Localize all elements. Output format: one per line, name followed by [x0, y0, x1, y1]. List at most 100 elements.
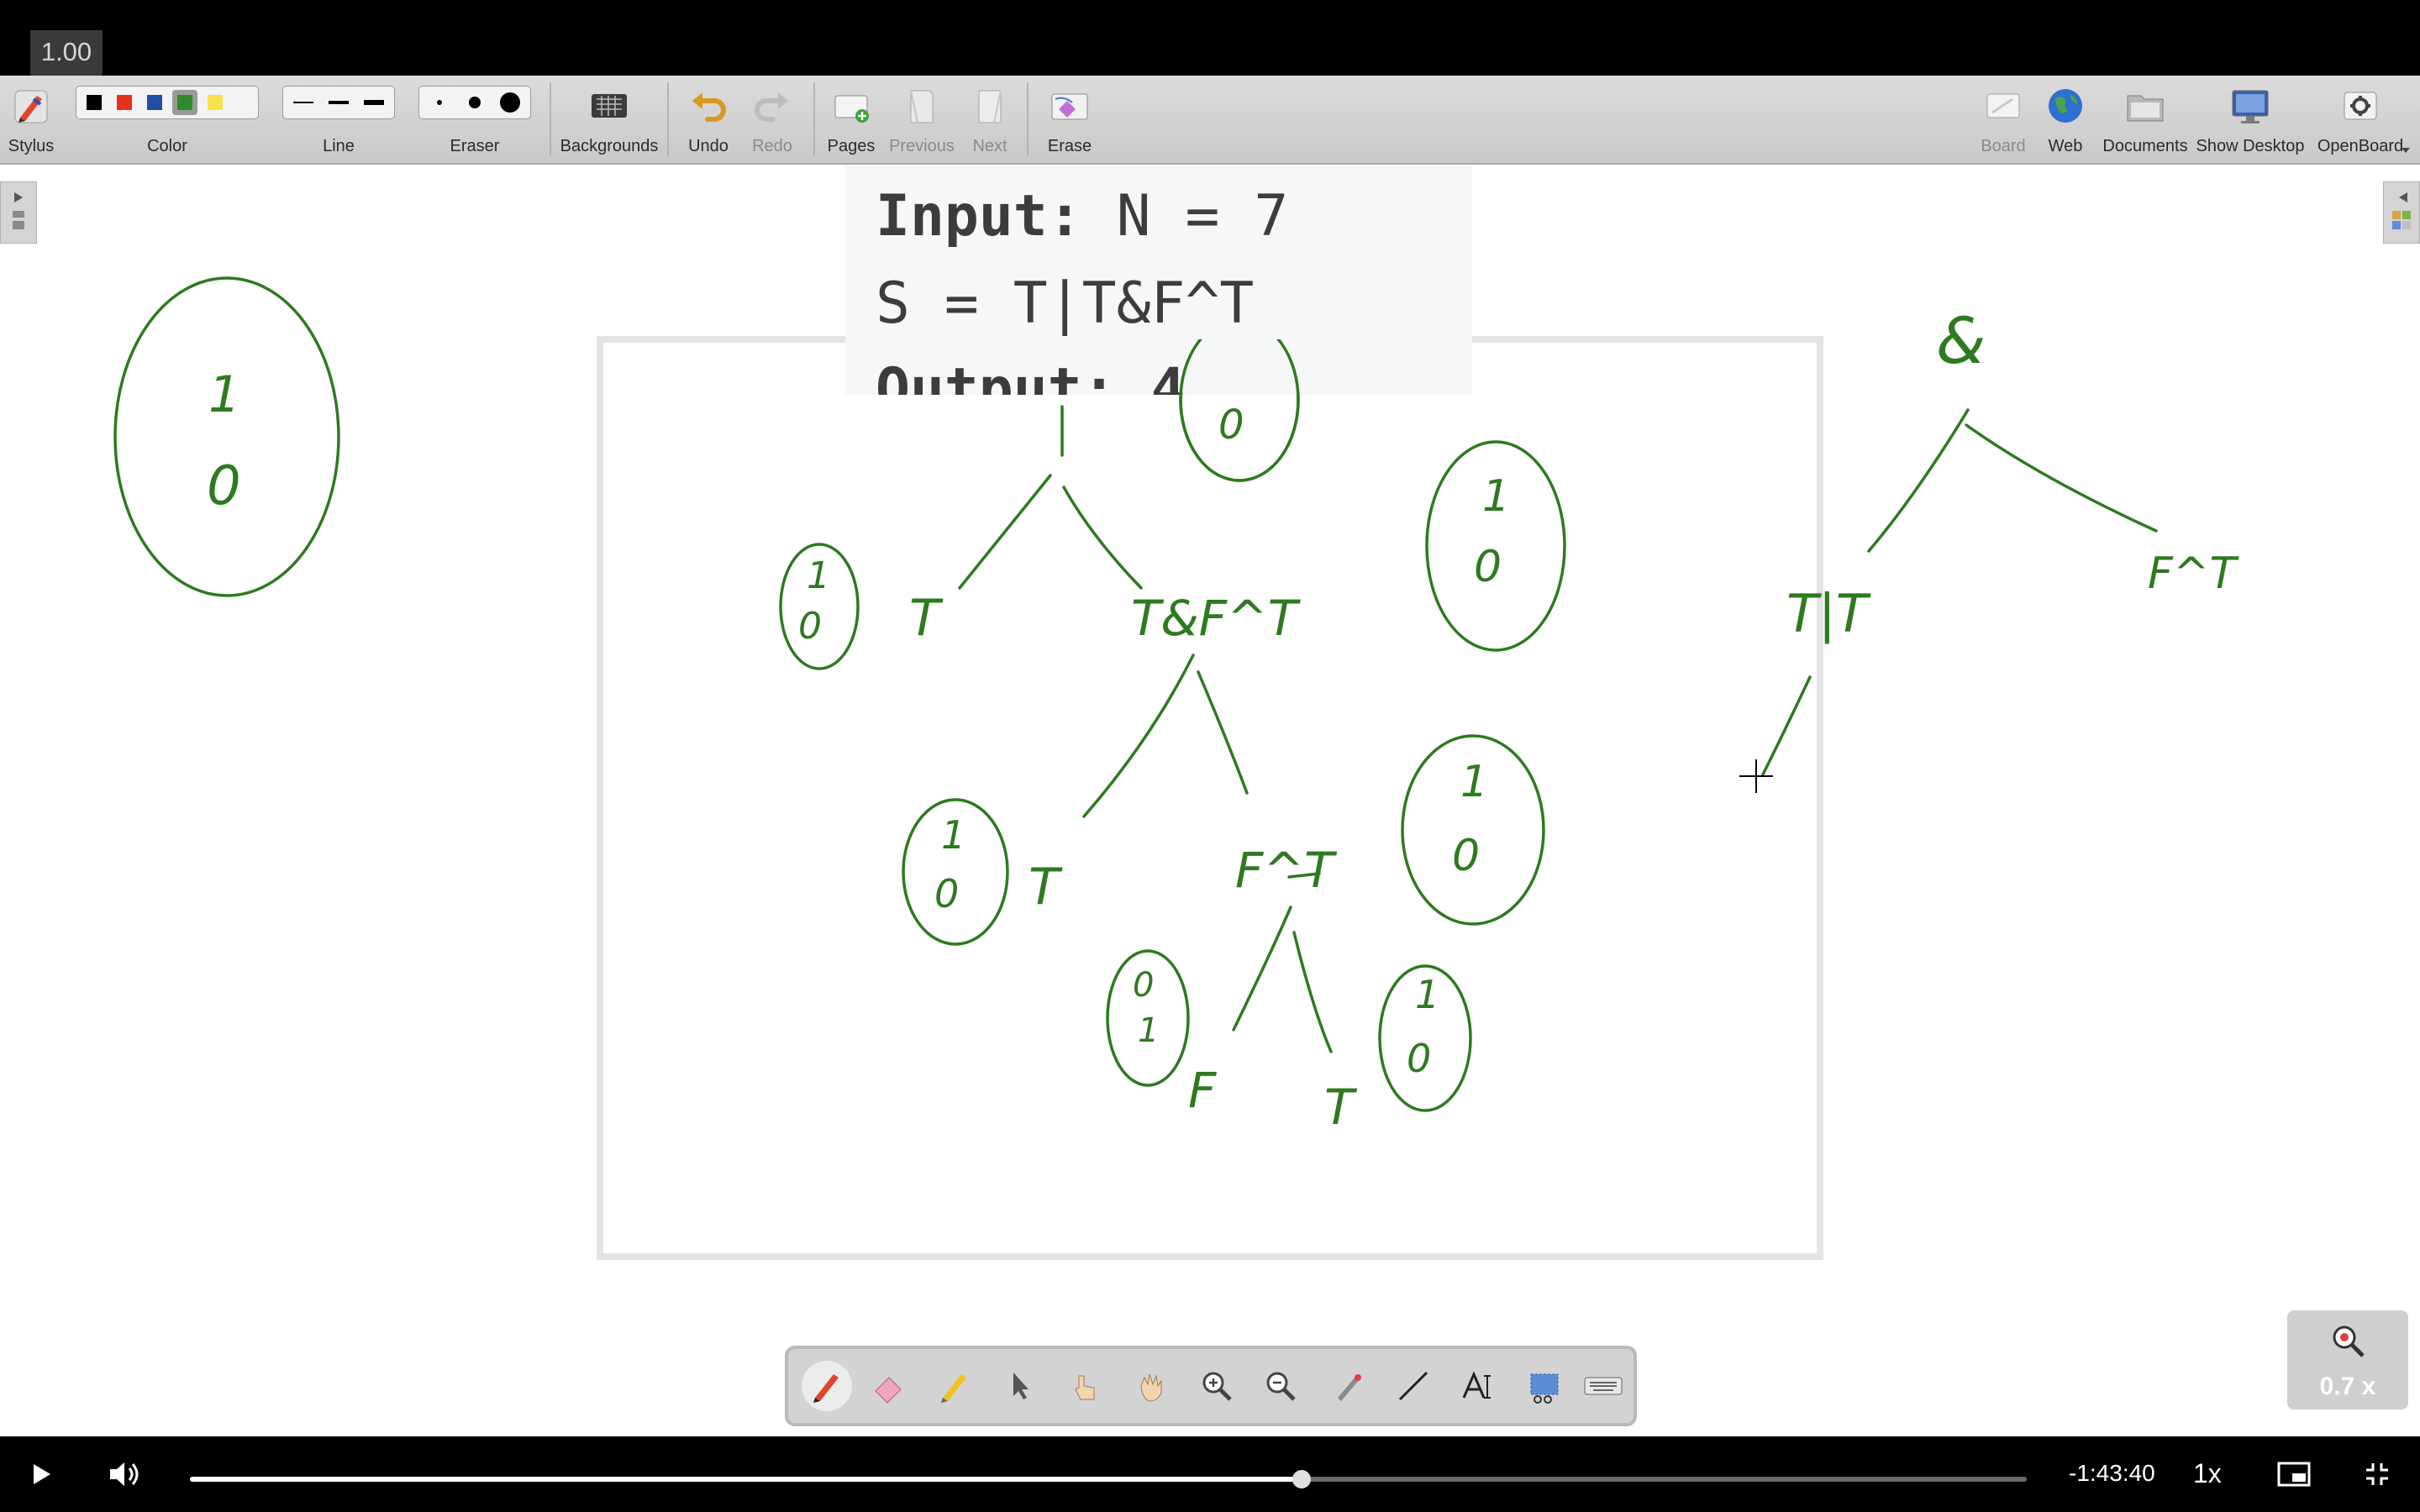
color-swatch-green[interactable]: [172, 90, 197, 115]
show-desktop-label: Show Desktop: [2196, 137, 2305, 155]
stylus-label: Stylus: [8, 137, 55, 155]
playback-rate-button[interactable]: 1x: [2193, 1458, 2222, 1488]
zoom-widget[interactable]: 0.7 x: [2287, 1310, 2408, 1410]
speed-badge: 1.00: [30, 30, 103, 84]
ink-leaf-f: F: [1188, 1062, 1218, 1119]
ink-digit: 1: [941, 812, 965, 858]
hand-tool-button[interactable]: [1126, 1361, 1176, 1411]
keyboard-button[interactable]: [1578, 1361, 1628, 1411]
documents-button[interactable]: Documents: [2099, 76, 2191, 163]
eraser-small-button[interactable]: [424, 88, 455, 117]
text-tool-button[interactable]: [1454, 1361, 1504, 1411]
whiteboard-canvas[interactable]: 1 0 1 0 1 0 1 0 1 0 1 0 0 1 1 0 T T&F^T …: [0, 163, 2420, 1436]
ink-digit: 1: [807, 554, 830, 597]
laser-pointer-icon: [1338, 1374, 1361, 1401]
toolbar-separator: [550, 82, 551, 156]
eraser-label: Eraser: [450, 137, 500, 155]
erase-label: Erase: [1047, 137, 1092, 155]
line-thick-button[interactable]: [359, 88, 389, 117]
eraser-icon: [875, 1377, 902, 1404]
next-page-icon: [978, 90, 1002, 123]
show-desktop-button[interactable]: Show Desktop: [2195, 76, 2306, 163]
erase-button[interactable]: Erase: [1034, 76, 1106, 163]
color-swatch-yellow[interactable]: [203, 90, 228, 115]
openboard-label: OpenBoard: [2317, 137, 2404, 155]
line-thin-button[interactable]: [288, 88, 318, 117]
left-palette-toggle[interactable]: [0, 181, 37, 244]
zoom-in-button[interactable]: [1192, 1361, 1242, 1411]
pen-icon: [813, 1374, 839, 1403]
tool-palette: [785, 1346, 1637, 1426]
next-page-button[interactable]: Next: [960, 76, 1020, 163]
ink-circle-overlay: [1179, 339, 1300, 482]
text-icon: [1462, 1371, 1491, 1399]
ink-digit: 0: [1218, 402, 1244, 449]
line-tool-button[interactable]: [1388, 1361, 1439, 1411]
board-label: Board: [1981, 137, 2026, 155]
color-swatches: [76, 86, 259, 119]
toolbar-separator: [813, 82, 815, 156]
board-button[interactable]: Board: [1971, 76, 2035, 163]
eraser-large-button[interactable]: [495, 88, 525, 117]
zoom-level: 0.7 x: [2319, 1373, 2376, 1400]
exit-fullscreen-icon[interactable]: [2365, 1462, 2390, 1487]
zoom-out-button[interactable]: [1255, 1361, 1306, 1411]
previous-page-icon: [910, 90, 934, 123]
time-remaining: -1:43:40: [2069, 1460, 2155, 1486]
progress-fill: [190, 1477, 1302, 1482]
color-swatch-red[interactable]: [112, 90, 137, 115]
toolbar-separator: [667, 82, 669, 156]
hand-icon: [1140, 1373, 1162, 1402]
line-medium-button[interactable]: [324, 88, 354, 117]
arrow-pointer-icon: [1013, 1373, 1028, 1399]
expand-left-icon: [2392, 192, 2411, 229]
pages-button[interactable]: Pages: [820, 76, 882, 163]
ink-leaf-t: T: [909, 589, 944, 648]
interact-tool-button[interactable]: [1060, 1361, 1111, 1411]
ink-subexpr: T&F^T: [1131, 590, 1302, 647]
previous-page-button[interactable]: Previous: [886, 76, 958, 163]
select-tool-button[interactable]: [995, 1361, 1045, 1411]
capture-icon: [1530, 1373, 1559, 1404]
highlighter-tool-button[interactable]: [929, 1361, 980, 1411]
ink-leaf-t: T: [1028, 858, 1063, 916]
play-icon[interactable]: [29, 1462, 54, 1487]
eraser-tool-button[interactable]: [864, 1361, 914, 1411]
backgrounds-button[interactable]: Backgrounds: [558, 76, 660, 163]
snippet-line-output: Output: 4: [876, 356, 1186, 395]
ink-digit: 0: [1474, 542, 1502, 592]
eraser-medium-button[interactable]: [460, 88, 490, 117]
capture-tool-button[interactable]: [1519, 1361, 1570, 1411]
volume-icon[interactable]: [108, 1460, 141, 1488]
toolbar-separator: [1027, 82, 1028, 156]
ink-leaf-t: T: [1324, 1079, 1358, 1136]
stylus-icon: [14, 90, 48, 123]
line-group: Line: [282, 76, 395, 163]
zoom-in-icon: [1202, 1372, 1232, 1401]
color-swatch-blue[interactable]: [142, 90, 167, 115]
redo-icon: [755, 92, 788, 122]
color-group: Color: [76, 76, 259, 163]
openboard-menu-button[interactable]: OpenBoard: [2309, 76, 2412, 163]
previous-label: Previous: [889, 137, 955, 155]
ink-digit: 1: [1482, 471, 1510, 522]
stylus-button[interactable]: Stylus: [0, 76, 62, 163]
progress-scrubber[interactable]: [1292, 1470, 1311, 1488]
pen-tool-button[interactable]: [802, 1361, 852, 1411]
redo-button[interactable]: Redo: [739, 76, 805, 163]
eraser-group: Eraser: [418, 76, 531, 163]
undo-button[interactable]: Undo: [676, 76, 741, 163]
web-label: Web: [2048, 137, 2083, 155]
undo-label: Undo: [688, 137, 729, 155]
backgrounds-label: Backgrounds: [560, 137, 659, 155]
undo-icon: [692, 92, 726, 122]
color-swatch-black[interactable]: [82, 90, 107, 115]
progress-bar[interactable]: [190, 1470, 2027, 1488]
pages-label: Pages: [827, 137, 876, 155]
erase-board-icon: [1051, 93, 1088, 120]
picture-in-picture-icon[interactable]: [2277, 1462, 2311, 1487]
web-button[interactable]: Web: [2033, 76, 2097, 163]
line-width-options: [282, 86, 395, 119]
ink-digit: 0: [207, 455, 241, 517]
laser-pointer-button[interactable]: [1323, 1361, 1373, 1411]
